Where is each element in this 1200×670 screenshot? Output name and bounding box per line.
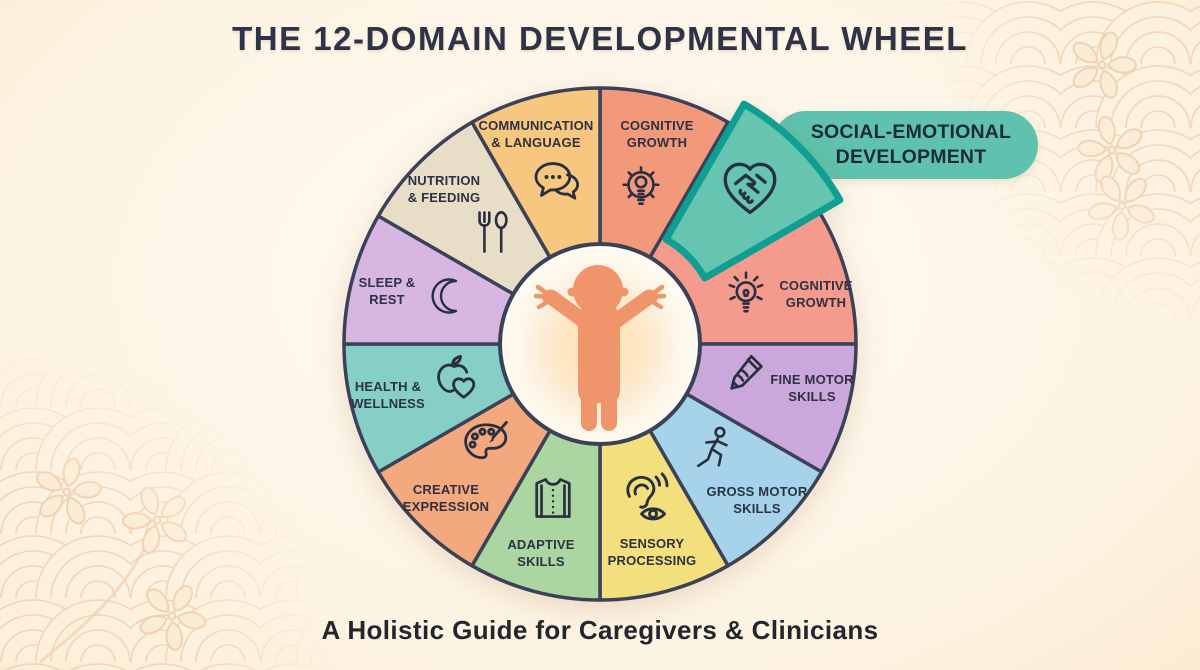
subtitle: A Holistic Guide for Caregivers & Clinic… xyxy=(321,615,879,645)
page-title: THE 12-DOMAIN DEVELOPMENTAL WHEEL xyxy=(232,20,968,57)
baby-limbs xyxy=(533,284,667,431)
